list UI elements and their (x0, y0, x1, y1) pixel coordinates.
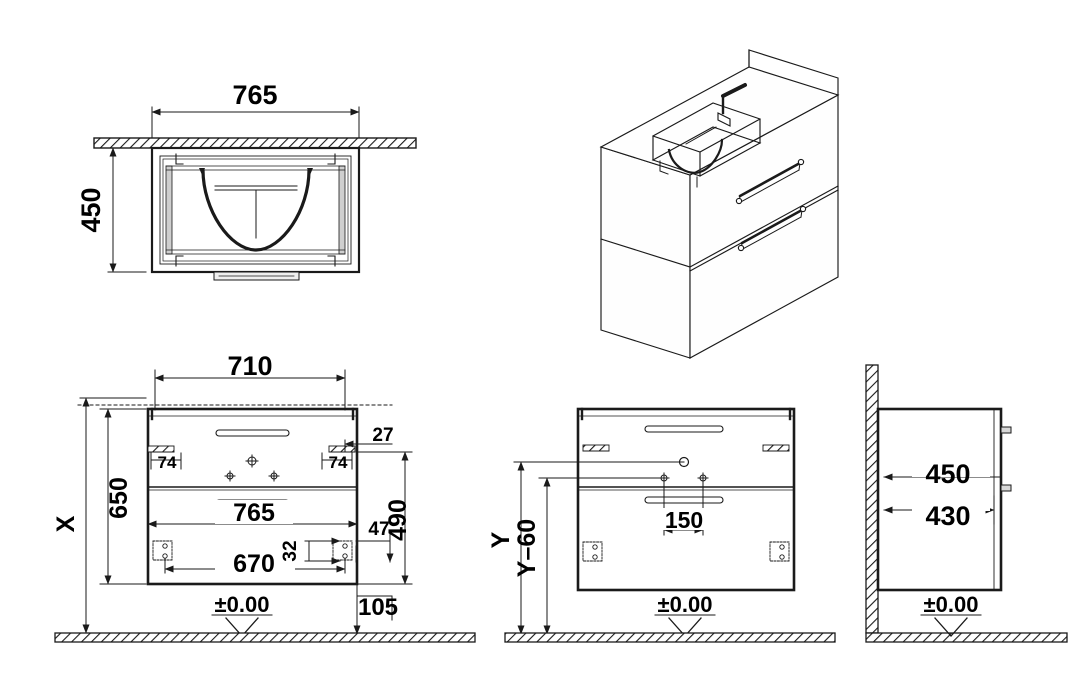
label-74-right: 74 (329, 453, 348, 472)
label-105: 105 (358, 594, 398, 621)
dim-Y-60 (538, 477, 665, 635)
label-450-side: 450 (925, 459, 970, 489)
label-top-depth: 450 (76, 187, 106, 232)
dim-765 (147, 500, 358, 528)
view-front-elevation (54, 369, 476, 643)
dim-150 (658, 479, 710, 536)
label-490: 490 (384, 499, 412, 541)
label-765: 765 (233, 499, 275, 527)
cabinet-rear-outline (576, 407, 796, 592)
iso-tap (717, 83, 747, 127)
wall-hatch-plan (93, 137, 417, 149)
mount-plate-rear-right (769, 541, 790, 562)
dim-430 (883, 487, 995, 525)
dim-74-right (321, 452, 353, 470)
dim-650 (99, 408, 147, 585)
handle-slot-rear-upper (644, 425, 724, 433)
wall-hatch-side (865, 364, 879, 634)
dim-710 (154, 369, 346, 411)
dim-X (79, 397, 147, 634)
dim-Y (513, 461, 685, 635)
dim-top-depth (107, 147, 147, 273)
handle-slot-upper (215, 429, 290, 437)
dim-105 (353, 583, 393, 635)
wall-bracket-left (147, 445, 175, 453)
plumbing-marks-rear (658, 456, 709, 484)
dim-27 (344, 439, 393, 453)
view-isometric (599, 49, 840, 359)
label-datum-rear: ±0.00 (658, 592, 713, 617)
label-Y-60: Y–60 (513, 519, 541, 577)
cabinet-front-outline (146, 407, 359, 586)
mount-plate-rear-left (582, 541, 603, 562)
handle-slot-rear-lower (644, 496, 724, 504)
label-670: 670 (233, 550, 275, 578)
label-datum-front: ±0.00 (215, 592, 270, 617)
side-handle-upper (1000, 426, 1012, 434)
mount-plate-right (332, 540, 353, 561)
wall-bracket-rear-left (582, 444, 610, 452)
dim-top-width (151, 106, 360, 144)
label-150: 150 (665, 507, 703, 533)
label-top-width: 765 (232, 80, 277, 110)
side-handle-lower (1000, 484, 1012, 492)
dim-74-left (150, 452, 182, 470)
dim-450 (883, 453, 1002, 493)
dim-670 (164, 552, 346, 576)
label-47: 47 (368, 519, 389, 540)
label-430-side: 430 (925, 501, 970, 531)
plumbing-marks (224, 454, 280, 482)
view-side-elevation (865, 364, 1068, 643)
label-X: X (52, 515, 80, 532)
label-650: 650 (105, 477, 133, 519)
floor-hatch-side (865, 632, 1068, 643)
label-710: 710 (227, 351, 272, 381)
floor-hatch-front (54, 632, 476, 643)
view-top-plan (93, 106, 417, 281)
dim-32 (304, 537, 341, 565)
floor-hatch-rear (504, 632, 836, 643)
wall-bracket-rear-right (762, 444, 790, 452)
label-datum-side: ±0.00 (924, 592, 979, 617)
view-rear-elevation (504, 407, 836, 643)
label-27: 27 (372, 425, 393, 446)
cabinet-plan-outline (150, 146, 361, 281)
dim-490 (356, 451, 413, 585)
datum-symbol-side (920, 614, 982, 637)
mount-plate-left (152, 540, 173, 561)
iso-handle-lower (737, 205, 807, 252)
wall-bracket-right (328, 445, 356, 453)
label-32: 32 (280, 540, 301, 561)
iso-handle-upper (735, 158, 805, 205)
label-Y: Y (487, 531, 515, 548)
label-74-left: 74 (158, 453, 177, 472)
dim-47 (355, 533, 394, 563)
